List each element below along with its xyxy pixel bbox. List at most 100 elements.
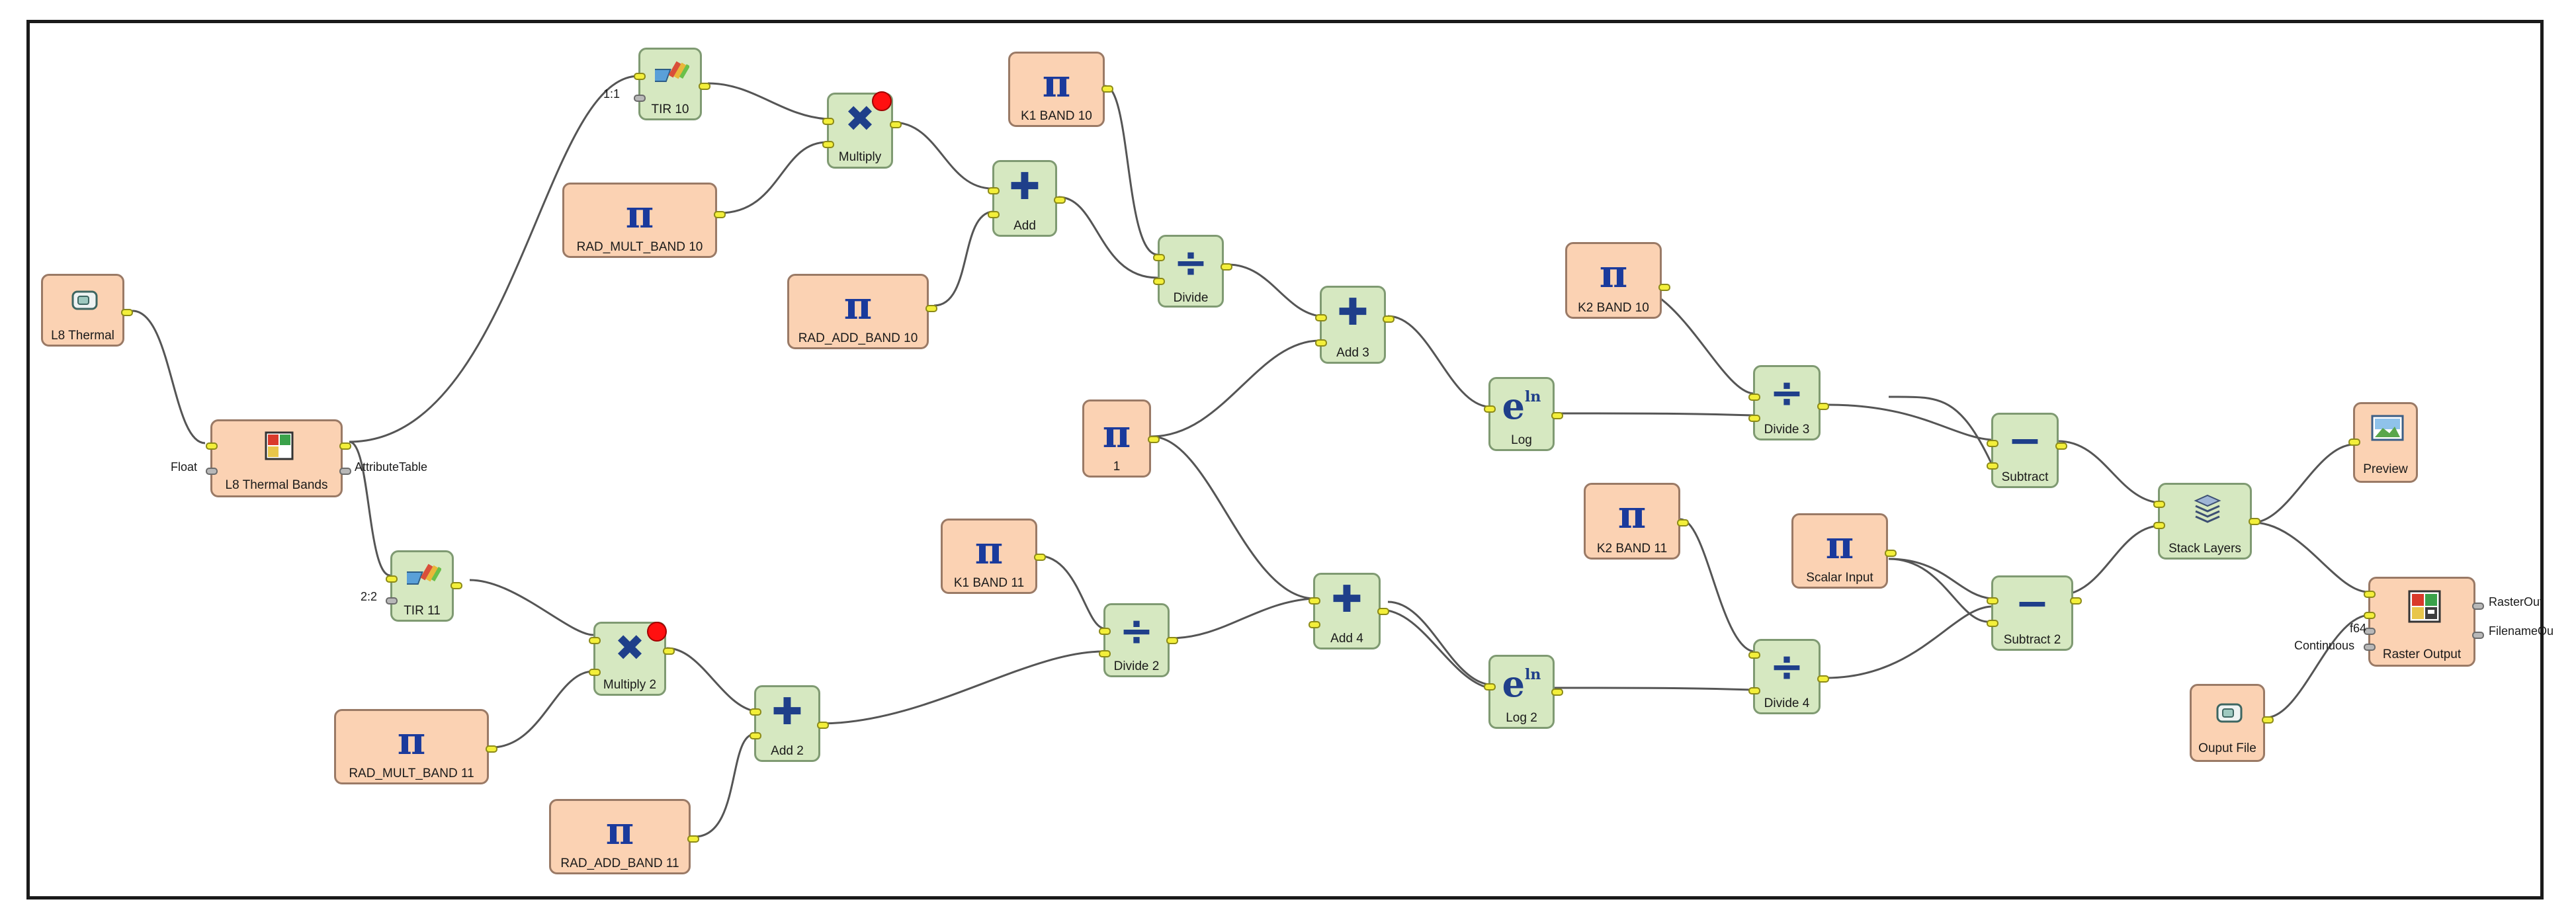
input-port[interactable] — [589, 669, 601, 676]
output-port[interactable] — [1817, 675, 1829, 683]
node-log[interactable]: eln Log — [1484, 377, 1563, 451]
input-port[interactable] — [1748, 415, 1760, 422]
node-log2[interactable]: eln Log 2 — [1484, 655, 1563, 729]
output-port[interactable] — [1054, 196, 1066, 204]
node-tir11[interactable]: TIR 11 — [386, 550, 462, 622]
input-port-continuous[interactable] — [2364, 644, 2376, 651]
output-port[interactable] — [1166, 637, 1178, 644]
output-port[interactable] — [1885, 550, 1897, 557]
node-rad-add-band11[interactable]: π RAD_ADD_BAND 11 — [549, 799, 699, 874]
output-port[interactable] — [1551, 689, 1563, 696]
output-port[interactable] — [1817, 403, 1829, 410]
input-port-float[interactable] — [206, 468, 218, 475]
output-port[interactable] — [339, 442, 351, 450]
node-preview[interactable]: Preview — [2348, 402, 2418, 483]
output-port[interactable] — [1551, 412, 1563, 419]
input-port[interactable] — [988, 211, 1000, 218]
output-port[interactable] — [1658, 284, 1670, 291]
output-port[interactable] — [2070, 597, 2082, 605]
output-port[interactable] — [1677, 519, 1689, 526]
output-port[interactable] — [714, 211, 726, 218]
input-port[interactable] — [634, 73, 646, 80]
input-port[interactable] — [1987, 440, 1998, 447]
node-k1-band10[interactable]: π K1 BAND 10 — [1008, 52, 1113, 127]
input-port[interactable] — [1309, 597, 1320, 605]
node-tir10[interactable]: TIR 10 — [634, 48, 710, 120]
input-port[interactable] — [1748, 394, 1760, 401]
output-port[interactable] — [1221, 263, 1232, 271]
output-port[interactable] — [1148, 436, 1160, 443]
output-port[interactable] — [1377, 608, 1389, 615]
input-port[interactable] — [988, 187, 1000, 194]
input-port[interactable] — [1748, 687, 1760, 694]
node-subtract2[interactable]: − Subtract 2 — [1987, 575, 2082, 651]
node-output-file[interactable]: Ouput File — [2190, 684, 2274, 762]
input-port[interactable] — [2364, 612, 2376, 619]
node-add4[interactable]: ✚ Add 4 — [1309, 573, 1389, 649]
node-add2[interactable]: ✚ Add 2 — [750, 685, 829, 762]
output-port[interactable] — [486, 745, 497, 753]
output-port-filename-out[interactable] — [2472, 632, 2484, 639]
output-port[interactable] — [1101, 85, 1113, 93]
input-port[interactable] — [1748, 651, 1760, 659]
output-port[interactable] — [1034, 554, 1046, 561]
input-port[interactable] — [1987, 620, 1998, 627]
output-port[interactable] — [2262, 716, 2274, 724]
input-port-index[interactable] — [386, 597, 398, 605]
node-divide4[interactable]: ÷ Divide 4 — [1748, 639, 1829, 714]
input-port[interactable] — [386, 575, 398, 583]
output-port[interactable] — [817, 722, 829, 729]
node-l8-thermal-bands[interactable]: L8 Thermal Bands — [206, 419, 351, 497]
node-divide2[interactable]: ÷ Divide 2 — [1099, 603, 1178, 677]
input-port[interactable] — [1484, 683, 1496, 690]
input-port[interactable] — [1099, 650, 1111, 657]
input-port[interactable] — [589, 637, 601, 644]
node-subtract[interactable]: − Subtract — [1987, 413, 2067, 488]
input-port[interactable] — [2364, 591, 2376, 598]
node-rad-mult-band11[interactable]: π RAD_MULT_BAND 11 — [334, 709, 497, 784]
node-rad-mult-band10[interactable]: π RAD_MULT_BAND 10 — [562, 183, 726, 258]
input-port[interactable] — [750, 732, 761, 739]
input-port[interactable] — [206, 442, 218, 450]
output-port[interactable] — [1383, 315, 1395, 323]
input-port[interactable] — [750, 708, 761, 716]
input-port-index[interactable] — [634, 95, 646, 102]
output-port-attribute-table[interactable] — [339, 468, 351, 475]
node-l8-thermal[interactable]: L8 Thermal — [41, 274, 133, 347]
output-port-raster-out[interactable] — [2472, 603, 2484, 610]
output-port[interactable] — [687, 835, 699, 843]
node-constant-one[interactable]: π 1 — [1082, 399, 1160, 478]
input-port[interactable] — [822, 118, 834, 125]
output-port[interactable] — [2055, 442, 2067, 450]
node-rad-add-band10[interactable]: π RAD_ADD_BAND 10 — [787, 274, 937, 349]
input-port[interactable] — [1153, 278, 1165, 285]
node-raster-output[interactable]: Raster Output — [2364, 577, 2484, 667]
node-add3[interactable]: ✚ Add 3 — [1315, 286, 1395, 364]
node-k2-band11[interactable]: π K2 BAND 11 — [1584, 483, 1689, 560]
node-k1-band11[interactable]: π K1 BAND 11 — [941, 519, 1046, 594]
node-k2-band10[interactable]: π K2 BAND 10 — [1565, 242, 1670, 319]
output-port[interactable] — [663, 648, 675, 655]
output-port[interactable] — [451, 582, 462, 589]
input-port[interactable] — [1153, 254, 1165, 261]
node-scalar-input[interactable]: π Scalar Input — [1791, 513, 1897, 589]
output-port[interactable] — [925, 305, 937, 312]
input-port-f64[interactable] — [2364, 628, 2376, 635]
node-add[interactable]: ✚ Add — [988, 160, 1066, 237]
input-port[interactable] — [822, 141, 834, 148]
input-port[interactable] — [1309, 621, 1320, 628]
input-port[interactable] — [2153, 522, 2165, 529]
output-port[interactable] — [121, 309, 133, 316]
node-stack-layers[interactable]: Stack Layers — [2153, 483, 2260, 560]
input-port[interactable] — [1099, 628, 1111, 635]
output-port[interactable] — [699, 83, 710, 90]
output-port[interactable] — [890, 121, 902, 128]
input-port[interactable] — [2348, 439, 2360, 446]
input-port[interactable] — [1987, 462, 1998, 470]
node-divide3[interactable]: ÷ Divide 3 — [1748, 365, 1829, 440]
input-port[interactable] — [2153, 501, 2165, 508]
input-port[interactable] — [1315, 339, 1327, 347]
input-port[interactable] — [1987, 597, 1998, 605]
input-port[interactable] — [1315, 314, 1327, 321]
node-divide[interactable]: ÷ Divide — [1153, 235, 1232, 308]
